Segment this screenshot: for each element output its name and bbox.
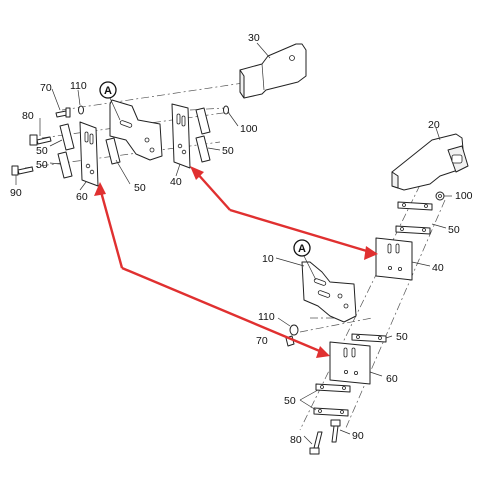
fasteners-bottom-mid — [285, 324, 299, 347]
arrow-up-head — [94, 182, 106, 196]
part-20-receiver — [391, 133, 469, 191]
part-50-spacers-bottom — [313, 333, 387, 417]
arrow-to-40-right — [229, 208, 371, 254]
part-100-nut-right — [435, 191, 445, 201]
bolts-bottom — [309, 419, 341, 455]
callout-labels: 30 70 110 80 50 50 90 60 50 40 50 100 20… — [10, 32, 473, 446]
callout-30: 30 — [248, 32, 260, 44]
svg-text:A: A — [298, 243, 306, 255]
part-60-plate-bottom — [329, 341, 371, 385]
detail-marker-a-bottom: A — [293, 239, 317, 281]
callout-50-left-b: 50 — [36, 159, 48, 171]
callout-100-top: 100 — [240, 123, 258, 135]
part-30-bracket — [239, 43, 307, 99]
arrow-to-40-top-head — [190, 166, 204, 180]
callout-50-left-a: 50 — [36, 145, 48, 157]
arrow-to-60-bottom-head — [316, 346, 330, 358]
svg-text:A: A — [104, 85, 112, 97]
callout-50-mid: 50 — [134, 182, 146, 194]
callout-70-bottom: 70 — [256, 335, 268, 347]
callout-10: 10 — [262, 253, 274, 265]
fasteners-top — [11, 105, 229, 176]
part-50-spacers-right — [395, 201, 433, 235]
part-40-plate-right — [375, 237, 413, 281]
callout-40-top: 40 — [170, 176, 182, 188]
arrow-to-60-bottom — [121, 266, 323, 354]
callout-60-top: 60 — [76, 191, 88, 203]
arrow-to-40-top — [195, 171, 231, 211]
callout-50-bottom-a: 50 — [396, 331, 408, 343]
callout-50-bottom-b: 50 — [284, 395, 296, 407]
callout-50-right: 50 — [448, 224, 460, 236]
callout-70: 70 — [40, 82, 52, 94]
part-10-bracket-top — [109, 99, 163, 161]
leader-lines — [15, 42, 452, 445]
part-10-bracket-bottom — [301, 261, 357, 323]
callout-90-top: 90 — [10, 187, 22, 199]
callout-110-top: 110 — [70, 80, 87, 92]
callout-100-right: 100 — [455, 190, 473, 202]
red-arrows — [94, 166, 378, 358]
callout-40-right: 40 — [432, 262, 444, 274]
callout-20: 20 — [428, 119, 440, 131]
callout-50-right-top: 50 — [222, 145, 234, 157]
callout-110-bottom: 110 — [258, 311, 275, 323]
callout-80-top: 80 — [22, 110, 34, 122]
callout-60-bottom: 60 — [386, 373, 398, 385]
part-50-spacers-top — [57, 107, 211, 179]
callout-80-bottom: 80 — [290, 434, 302, 446]
part-40-plate-top — [171, 103, 191, 169]
arrow-up-to-60 — [98, 187, 124, 269]
detail-marker-a-top: A — [99, 81, 121, 121]
part-60-plate-top — [79, 121, 99, 187]
callout-90-bottom: 90 — [352, 430, 364, 442]
arrow-to-40-right-head — [364, 246, 378, 260]
